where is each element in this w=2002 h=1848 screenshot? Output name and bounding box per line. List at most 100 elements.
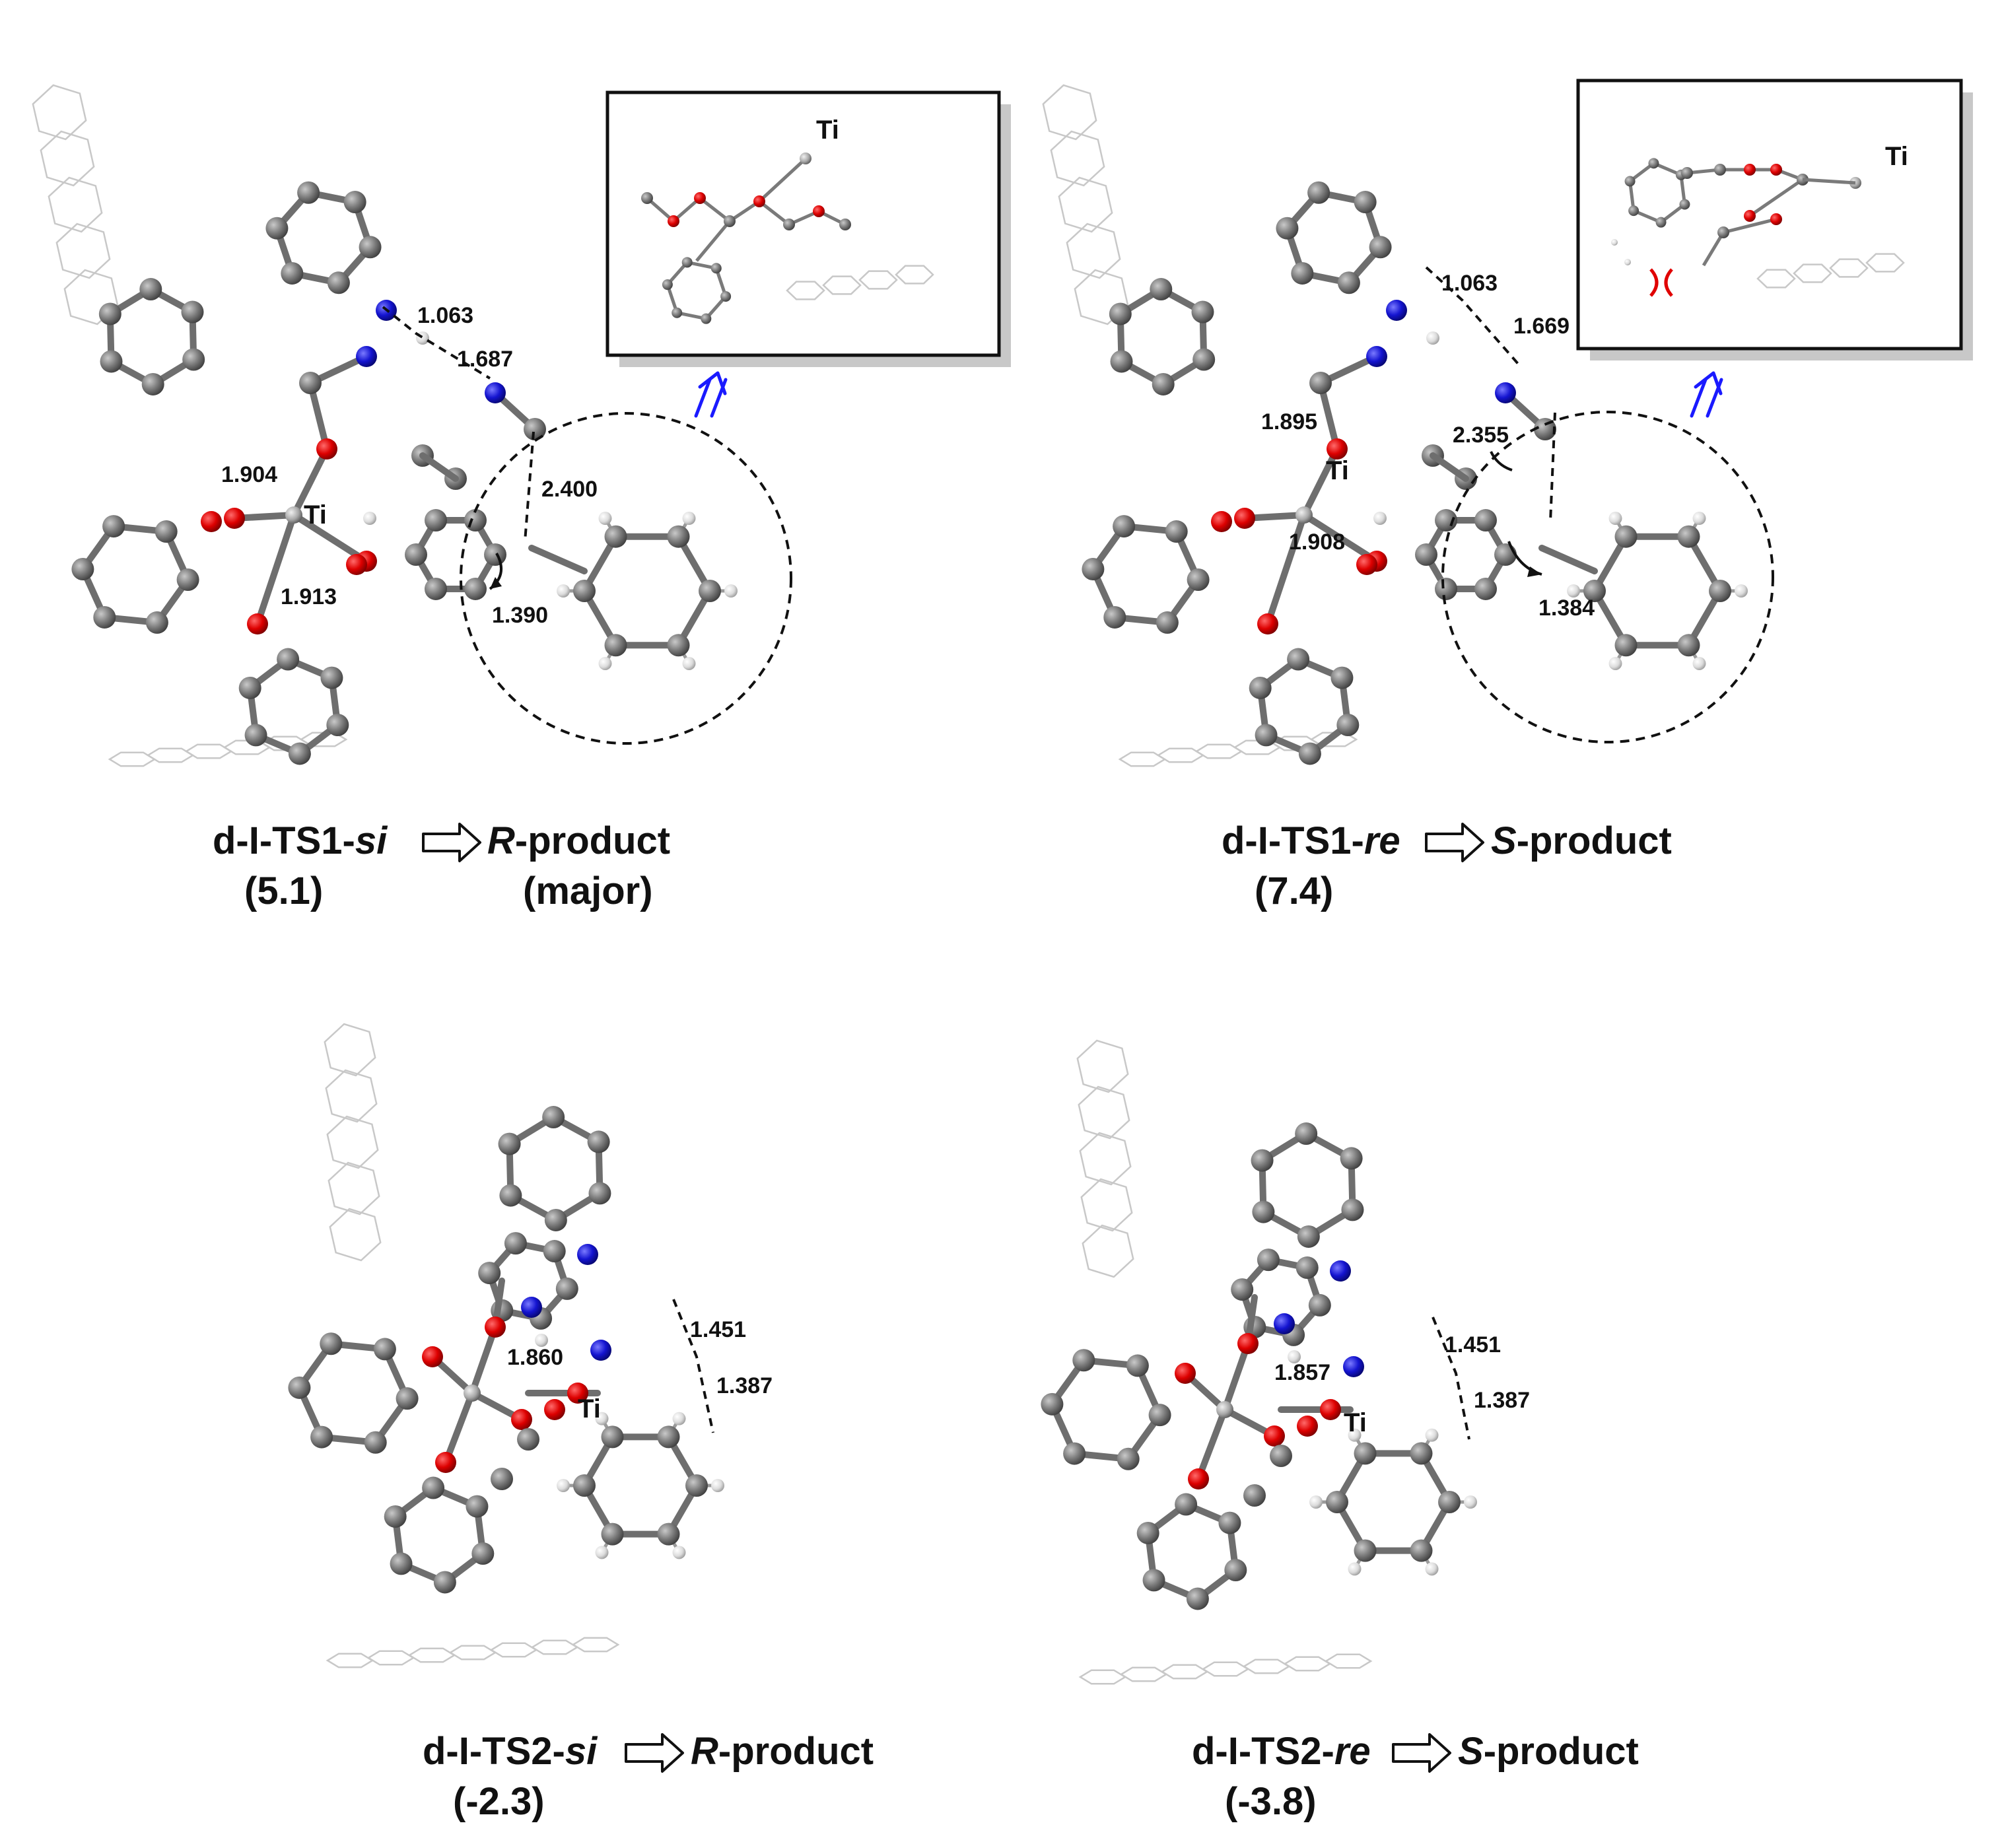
inset-view: Ti <box>1576 79 1973 360</box>
wireframe-ring <box>63 269 119 325</box>
panel-ts1-re: 1.063 1.669 1.895 2.355 1.908 1.384 Ti T… <box>1042 79 1973 912</box>
hydrogen-atom <box>1373 512 1387 525</box>
oxygen-atom <box>485 1317 506 1338</box>
wireframe-ring <box>448 1645 497 1660</box>
steric-clash-icon <box>1649 268 1673 297</box>
distance-label: 2.355 <box>1453 423 1509 448</box>
wireframe-ring <box>407 1647 456 1663</box>
caption-stereo: si <box>565 1730 598 1773</box>
carbon-atom <box>182 348 205 371</box>
distance-label: 1.904 <box>221 462 277 487</box>
caption-stereo: re <box>1334 1730 1371 1773</box>
hydrogen-atom <box>598 656 612 670</box>
oxygen-atom <box>1257 613 1278 634</box>
panel-ts2-si: 1.451 1.860 1.387 Ti d-I-TS2-si R-produc… <box>288 1023 874 1823</box>
carbon-atom <box>277 648 300 671</box>
carbon-atom <box>1298 742 1321 765</box>
carbon-atom <box>93 605 116 629</box>
wireframe-ring <box>329 1208 382 1262</box>
hydrogen-atom <box>595 1412 609 1425</box>
carbon-atom <box>176 568 199 591</box>
wireframe-ring <box>325 1069 378 1123</box>
nitrogen-atom <box>521 1297 542 1318</box>
carbon-atom <box>1624 176 1636 187</box>
nitrogen-atom <box>1330 1260 1351 1282</box>
carbon-atom <box>1341 1198 1364 1221</box>
wireframe-ring <box>1119 1666 1168 1682</box>
carbon-atom <box>1251 1149 1274 1172</box>
carbon-atom <box>543 1240 566 1263</box>
carbon-atom <box>1714 164 1726 176</box>
carbon-atom <box>425 577 447 600</box>
bond <box>1222 1340 1251 1413</box>
wireframe-ring <box>530 1639 579 1655</box>
carbon-atom <box>1415 543 1437 566</box>
carbon-atom <box>504 1232 527 1255</box>
carbon-atom <box>288 1376 311 1399</box>
wireframe-ring <box>32 84 87 141</box>
carbon-atom <box>604 525 627 548</box>
wireframe-ring <box>1194 743 1243 759</box>
carbon-atom <box>1354 1442 1377 1465</box>
carbon-atom <box>1655 217 1667 228</box>
double-up-arrow-icon <box>694 371 728 418</box>
carbon-atom <box>281 261 304 285</box>
carbon-atom <box>604 634 627 657</box>
carbon-atom <box>491 1468 513 1490</box>
carbon-atom <box>1041 1392 1064 1416</box>
bond <box>528 545 588 574</box>
wireframe-ring <box>1160 1664 1209 1680</box>
hydrogen-atom <box>535 1334 548 1347</box>
hydrogen-atom <box>1735 584 1748 598</box>
hydrogen-atom <box>363 512 376 525</box>
carbon-atom <box>471 1542 495 1565</box>
curved-arrow-head-icon <box>490 577 502 589</box>
caption-prefix: d-I-TS1- <box>213 819 355 862</box>
carbon-atom <box>1614 634 1638 657</box>
carbon-atom <box>1231 1278 1254 1301</box>
caption-stereo: re <box>1364 819 1400 862</box>
bond <box>419 452 459 482</box>
svg-text:R-product: R-product <box>691 1730 874 1773</box>
carbon-atom <box>384 1505 407 1528</box>
carbon-atom <box>524 418 546 440</box>
energy-value: (7.4) <box>1255 870 1333 912</box>
wireframe-ring <box>1156 747 1205 763</box>
bond <box>695 220 731 262</box>
open-right-arrow-icon <box>422 823 481 862</box>
bond <box>291 446 330 518</box>
wireframe-ring <box>1078 1669 1127 1685</box>
svg-text:S-product: S-product <box>1458 1730 1639 1773</box>
carbon-atom <box>396 1387 419 1410</box>
hydrogen-atom <box>557 584 570 598</box>
titanium-label: Ti <box>1326 456 1349 485</box>
oxygen-atom <box>511 1409 532 1430</box>
wireframe-ring <box>40 130 95 187</box>
hydrogen-atom <box>1348 1562 1362 1576</box>
bond <box>1430 452 1469 482</box>
forming-bond-dash <box>1549 412 1556 522</box>
carbon-atom <box>1252 1200 1275 1223</box>
hydrogen-atom <box>1567 584 1580 598</box>
carbon-atom <box>1249 676 1272 699</box>
panel-ts2-re: 1.451 1.857 1.387 Ti d-I-TS2-re S-produc… <box>1041 1039 1639 1823</box>
carbon-atom <box>299 372 322 394</box>
svg-text:d-I-TS1-si: d-I-TS1-si <box>213 819 388 862</box>
phenyl-highlight-ring <box>1441 411 1774 743</box>
carbon-atom <box>1354 1539 1377 1562</box>
distance-label: 1.913 <box>281 584 337 609</box>
hydrogen-atom <box>1425 1428 1439 1442</box>
oxygen-atom <box>813 205 825 217</box>
hydrogen-atom <box>1608 656 1622 670</box>
carbon-atom <box>1410 1442 1433 1465</box>
carbon-atom <box>1072 1349 1095 1372</box>
oxygen-atom <box>247 613 268 634</box>
oxygen-atom <box>544 1399 565 1420</box>
carbon-atom <box>1330 666 1354 689</box>
inset-molecule <box>1611 158 1905 289</box>
energy-value: (-2.3) <box>453 1780 545 1823</box>
energy-value: (5.1) <box>244 870 323 912</box>
carbon-atom <box>699 580 721 602</box>
carbon-atom <box>672 307 683 318</box>
carbon-atom <box>1148 1404 1171 1427</box>
